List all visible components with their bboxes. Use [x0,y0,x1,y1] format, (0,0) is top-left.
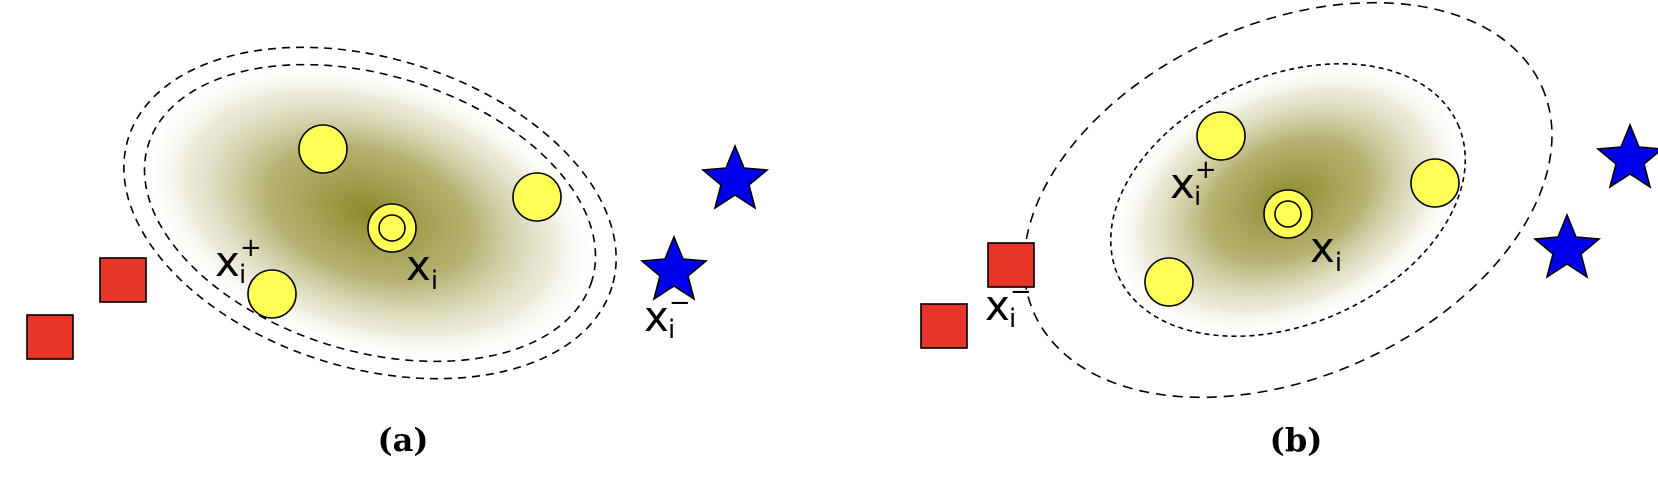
negative-star [700,143,770,210]
anchor-point [367,203,417,253]
negative-star [1532,212,1602,279]
neighbor-point [298,124,348,174]
neighbor-point [1410,158,1460,208]
negative-label: x−i [644,288,691,345]
negative-square [920,303,968,349]
positive-point [1196,111,1246,161]
panel-a: xi x+i x−i (a) [26,46,770,459]
negative-square [987,242,1035,288]
anchor-label: xi [406,241,438,296]
neighbor-point [512,172,562,222]
negative-star [639,234,709,301]
negative-square [26,314,74,360]
positive-label: x+i [1170,155,1217,212]
neighborhood-boundary-outer [1023,1,1553,399]
panel-b: xi x+i x−i (b) [920,1,1658,459]
neighbor-point [1144,257,1194,307]
panel-caption: (b) [1270,421,1323,459]
negative-label: x−i [985,277,1032,334]
negative-square [99,257,147,303]
positive-point [247,269,297,319]
anchor-label: xi [1310,223,1342,278]
anchor-point [1263,189,1313,239]
negative-star [1595,122,1658,189]
panel-caption: (a) [377,421,428,459]
neighborhood-boundary-inner [143,63,597,363]
neighborhood-boundary-inner [1109,62,1467,338]
positive-label: x+i [215,233,262,290]
